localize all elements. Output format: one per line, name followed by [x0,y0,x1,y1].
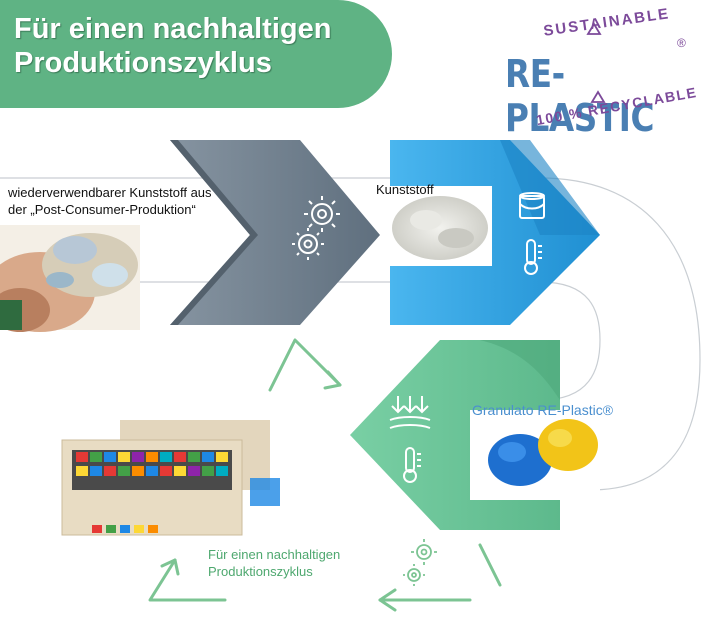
page-title: Für einen nachhaltigen Produktionszyklus [14,12,384,80]
source-label: wiederverwendbarer Kunststoff aus der „P… [8,184,268,218]
cooling-arrows-icon [389,396,431,429]
cycle-arrow-left [148,558,227,602]
cycle-label-line-2: Produktionszyklus [208,564,313,579]
granulate-label: Granulato RE-Plastic® [472,402,614,418]
color-cubes-box-photo [61,420,280,536]
thermometer-icon [524,239,542,275]
paint-bucket-icon [519,192,545,219]
source-label-line-1: wiederverwendbarer Kunststoff aus [8,185,212,200]
colored-granulate-photo [470,410,600,500]
thermometer-icon-green [403,447,421,483]
source-label-line-2: der „Post-Consumer-Produktion“ [8,202,196,217]
cycle-label: Für einen nachhaltigen Produktionszyklus [208,546,340,580]
ribbon-outline-inner [0,281,601,401]
ribbon-outline [0,177,701,491]
cycle-arrow-right-stub [478,543,502,587]
stage-gray-arrow [170,140,380,325]
plastic-label: Kunststoff [376,182,434,197]
cycle-arrow-top-head [323,370,342,390]
seal-top-text: SUSTAINABLE [542,5,672,40]
re-plastic-seal: SUSTAINABLE RE-PLASTIC ® 100 % RECYCLABL… [505,5,705,140]
cycle-arrows [148,338,502,612]
cycle-arrow-bottom-head [378,588,397,612]
header-banner: Für einen nachhaltigen Produktionszyklus [0,0,392,108]
cycle-label-line-1: Für einen nachhaltigen [208,547,341,562]
gears-icon [292,196,340,260]
gears-icon-small [403,539,437,586]
recycle-icon [586,22,606,103]
title-line-1: Für einen nachhaltigen [14,13,332,45]
seal-main-text: RE-PLASTIC [505,52,655,140]
seal-registered-mark: ® [677,36,686,50]
title-line-2: Produktionszyklus [14,47,272,79]
cycle-arrow-top [268,338,342,392]
cycle-arrow-left-head [160,558,180,576]
white-pellets-photo [386,186,492,266]
shredded-plastic-photo [0,225,140,332]
